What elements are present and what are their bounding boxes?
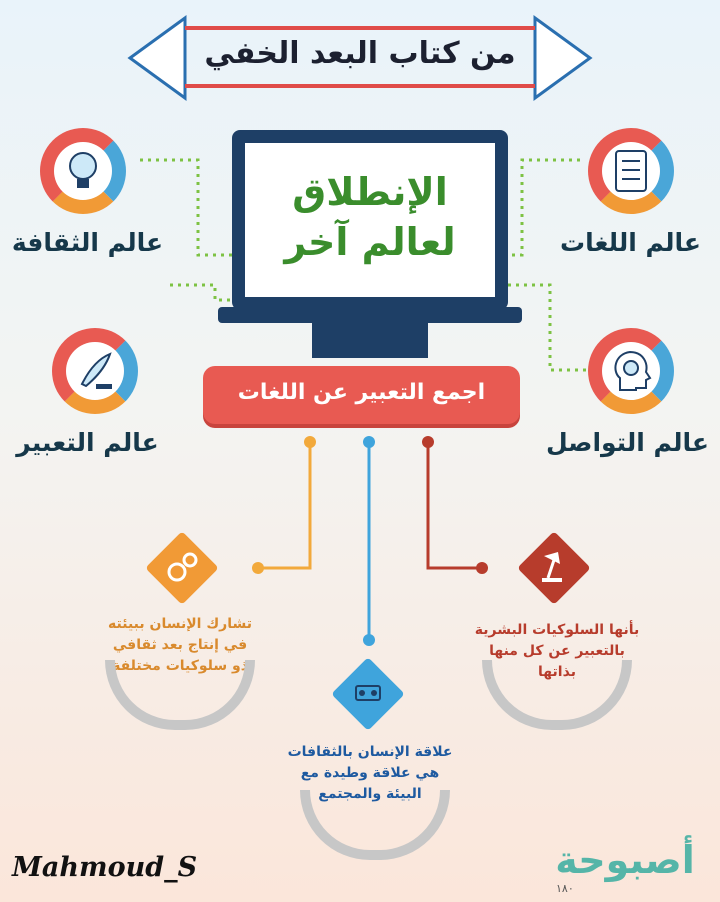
culture-label: عالم الثقافة [11,228,164,257]
signature: Mahmoud_S [12,852,198,883]
list-icon [615,150,647,192]
title-banner [127,15,593,101]
banner-left-arrow [127,15,187,101]
lightbulb-icon [69,152,97,188]
monitor-base [218,307,522,323]
banner-bottom-line [185,84,535,88]
middle-point-line-2: هي علاقة وطيدة مع [300,765,440,781]
right-point-line-2: بالتعبير عن كل منها [489,643,625,659]
monitor-screen [245,143,495,297]
quill-icon [80,352,112,389]
robot-icon [355,685,381,701]
brand-logo-number: ١٨٠ [556,882,574,895]
left-point-line-2: في إنتاج بعد ثقافي [112,637,248,653]
monitor-stand [312,322,428,358]
head-gear-icon [614,350,652,391]
brand-logo: أصبوحة [555,838,695,882]
left-point-line-1: تشارك الإنسان ببيئته [108,616,252,632]
banner-right-arrow [533,15,593,101]
screen-line-2: لعالم آخر [284,220,456,264]
expression-label: عالم التعبير [16,428,159,457]
middle-point-line-1: علاقة الإنسان بالثقافات [287,744,453,760]
right-point-line-1: بأنها السلوكيات البشرية [474,622,640,638]
screen-line-1: الإنطلاق [292,170,448,214]
lamp-icon [542,552,562,582]
languages-label: عالم اللغات [560,228,701,257]
action-pill-label: اجمع التعبير عن اللغات [237,380,486,405]
page-title: من كتاب البعد الخفي [204,36,516,71]
action-pill [203,366,520,424]
communication-label: عالم التواصل [545,428,710,457]
banner-top-line [185,26,535,30]
gears-icon [167,552,198,582]
